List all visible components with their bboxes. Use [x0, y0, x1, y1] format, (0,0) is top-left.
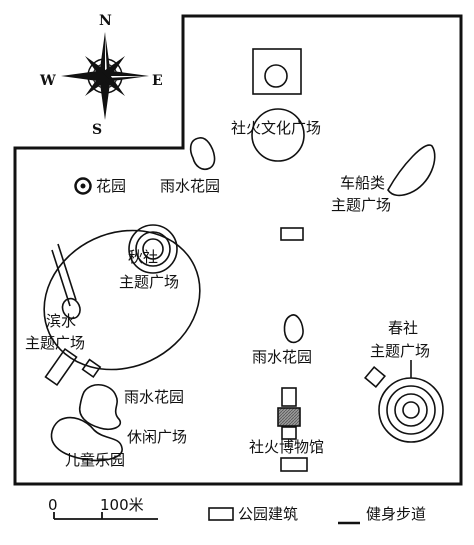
label-waterfront-1: 滨水 [46, 312, 77, 330]
leisure-square-shape [50, 416, 123, 462]
legend-building-label: 公园建筑 [238, 505, 299, 523]
legend-path-label: 健身步道 [366, 505, 427, 523]
label-vehicle-square-1: 车船类 [340, 174, 386, 192]
label-rain-garden-center: 雨水花园 [252, 348, 313, 366]
qiushe-ring-inner [142, 238, 164, 260]
shehuo-square-circle [251, 108, 305, 162]
label-waterfront-2: 主题广场 [25, 334, 86, 352]
chunshe-ring-3 [394, 393, 428, 427]
scale-bar [53, 512, 158, 520]
museum-block-bottom [281, 426, 297, 440]
waterfront-blob [61, 297, 81, 320]
rain-garden-sw-shape [78, 384, 122, 431]
lake-ellipse [43, 229, 201, 371]
label-chunshe-1: 春社 [388, 319, 419, 337]
legend-building-swatch [208, 507, 234, 521]
label-children-park: 儿童乐园 [65, 451, 126, 469]
chunshe-ring-2 [386, 385, 436, 435]
label-leisure-square: 休闲广场 [127, 428, 188, 446]
shehuo-inner-circle [264, 64, 288, 88]
rain-garden-center-shape [283, 314, 304, 344]
vehicle-square-shape [387, 144, 436, 197]
building-waterfront-small [81, 358, 102, 379]
building-waterfront-long [44, 347, 78, 387]
legend-scale-value: 100米 [100, 496, 144, 514]
label-qiushe-2: 主题广场 [119, 273, 180, 291]
label-chunshe-2: 主题广场 [370, 342, 431, 360]
museum-block-top [281, 387, 297, 407]
qiushe-ring-mid [135, 231, 171, 267]
fitness-path-line-1 [57, 243, 77, 301]
chunshe-ring-1 [378, 377, 444, 443]
museum-main-building [277, 407, 301, 427]
label-vehicle-square-2: 主题广场 [331, 196, 392, 214]
park-boundary [13, 14, 463, 486]
label-museum: 社火博物馆 [249, 438, 325, 456]
compass-east-label: E [152, 73, 163, 89]
building-chunshe [364, 366, 386, 388]
garden-symbol-icon [74, 177, 92, 195]
shehuo-building [252, 48, 302, 95]
label-garden: 花园 [96, 177, 127, 195]
rain-garden-nw-shape [189, 136, 216, 171]
label-rain-garden-nw: 雨水花园 [160, 177, 221, 195]
label-shehuo-square: 社火文化广场 [231, 119, 322, 137]
building-center-north [280, 227, 304, 241]
compass-north-label: N [99, 13, 112, 29]
compass-south-label: S [92, 122, 103, 138]
museum-entrance-building [280, 457, 308, 472]
label-qiushe-1: 秋社 [128, 248, 159, 266]
compass-west-label: W [40, 73, 56, 89]
label-rain-garden-sw: 雨水花园 [124, 388, 185, 406]
chunshe-ring-4 [402, 401, 420, 419]
qiushe-ring-outer [128, 224, 178, 274]
compass-rose-icon [61, 32, 149, 120]
legend-scale-zero: 0 [48, 496, 58, 514]
fitness-path-line-2 [51, 249, 71, 307]
